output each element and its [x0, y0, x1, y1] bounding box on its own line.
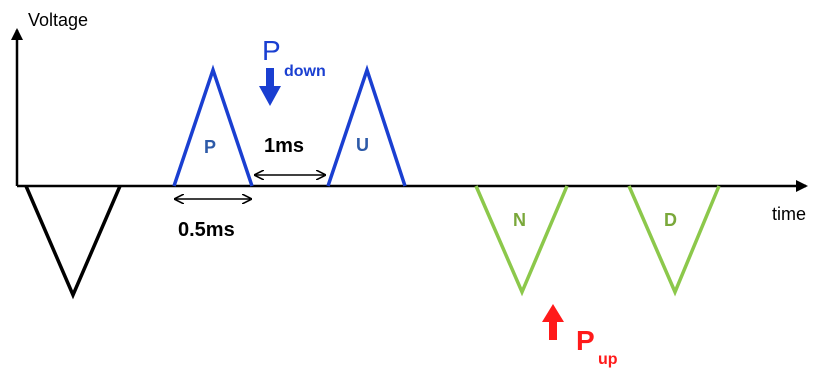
- arrow-down-icon: [259, 68, 281, 106]
- p-down-label: P: [262, 35, 281, 66]
- arrow-up-icon: [542, 304, 564, 340]
- p-down-subscript: down: [284, 63, 326, 80]
- p-up-label: P: [576, 325, 595, 356]
- preset-pulse: [24, 185, 122, 300]
- pulse-p-label: P: [204, 137, 216, 157]
- pulse-n-label: N: [513, 210, 526, 230]
- width-label: 0.5ms: [178, 219, 235, 241]
- y-axis-label: Voltage: [28, 10, 88, 30]
- pulse-d-label: D: [664, 210, 677, 230]
- pulse-u-label: U: [356, 135, 369, 155]
- pulse-d: [627, 185, 721, 297]
- pulse-p: [172, 64, 254, 187]
- gap-label: 1ms: [264, 135, 304, 157]
- pulse-n: [474, 185, 569, 297]
- pulse-u: [326, 64, 407, 187]
- p-up-subscript: up: [598, 351, 618, 368]
- x-axis-label: time: [772, 204, 806, 224]
